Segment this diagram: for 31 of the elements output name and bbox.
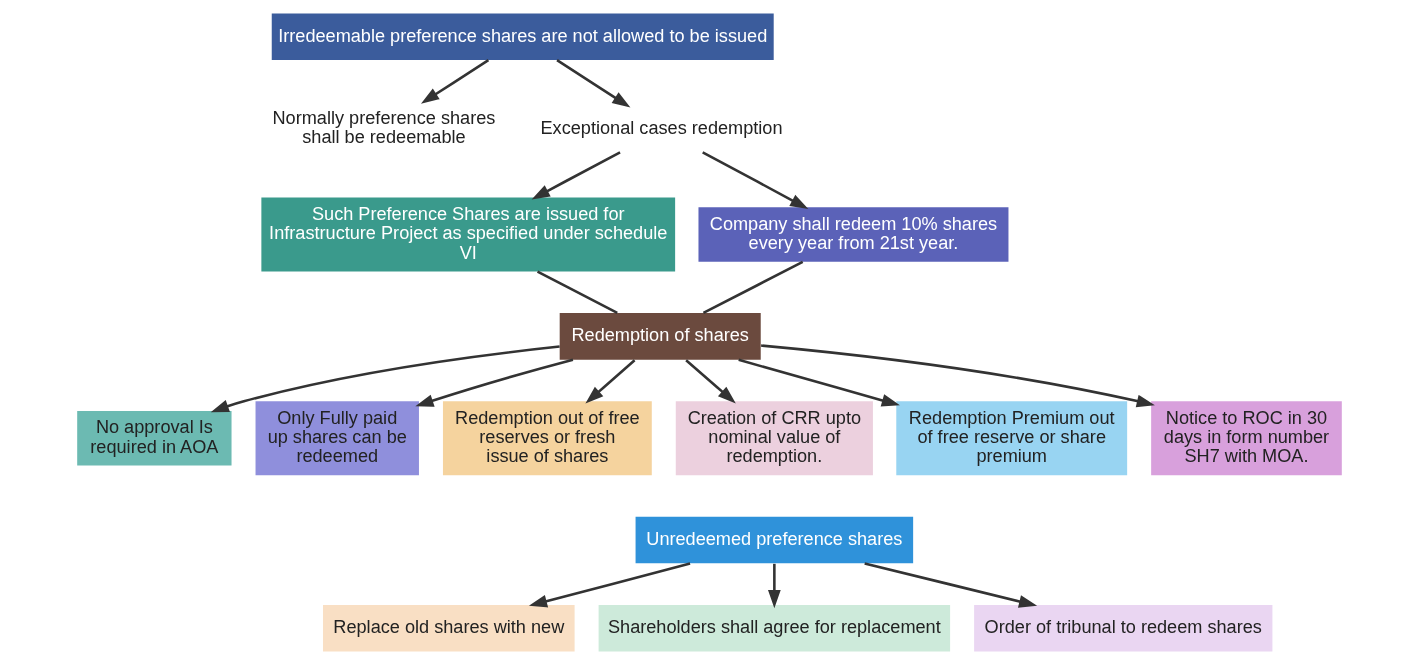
node-box: Shareholders shall agree for replacement (598, 604, 950, 652)
arrow (420, 59, 489, 104)
node-box: Irredeemable preference shares are not allowed to be issued (271, 13, 774, 61)
arrow (531, 151, 621, 200)
arrow (584, 359, 635, 404)
node-box: Company shall redeem 10% shares every year from 21st year. (698, 207, 1008, 262)
arrow (528, 562, 690, 608)
node-box: Redemption of shares (559, 313, 761, 360)
arrow (767, 563, 781, 609)
node-text: Exceptional cases redemption (540, 117, 783, 138)
arrow (555, 59, 630, 108)
node-box: Notice to ROC in 30 days in form number SH7 with MOA. (1150, 401, 1342, 476)
node-box: Replace old shares with new (322, 604, 575, 652)
arrow (414, 358, 573, 407)
node-box: Order of tribunal to redeem shares (973, 604, 1272, 652)
arrow (701, 151, 808, 210)
connector (702, 260, 803, 315)
node-box: Redemption Premium out of free reserve or share premium (895, 401, 1127, 476)
node-box: Unredeemed preference shares (635, 516, 913, 564)
node-box: Redemption out of free reserves or fresh issue of shares (442, 401, 652, 476)
arrow (210, 345, 560, 413)
arrow (684, 359, 736, 404)
node-box: No approval Is required in AOA (76, 410, 232, 466)
arrow (737, 358, 900, 407)
node-text: Normally preference shares shall be redeemable (272, 107, 495, 148)
node-box: Creation of CRR upto nominal value of redemption. (675, 401, 873, 476)
node-box: Such Preference Shares are issued for Infrastructure Project as specified under schedule VI (260, 197, 675, 272)
arrow (863, 562, 1037, 608)
arrow (760, 344, 1155, 408)
node-box: Only Fully paid up shares can be redeemed (255, 401, 419, 476)
connector (536, 270, 618, 315)
